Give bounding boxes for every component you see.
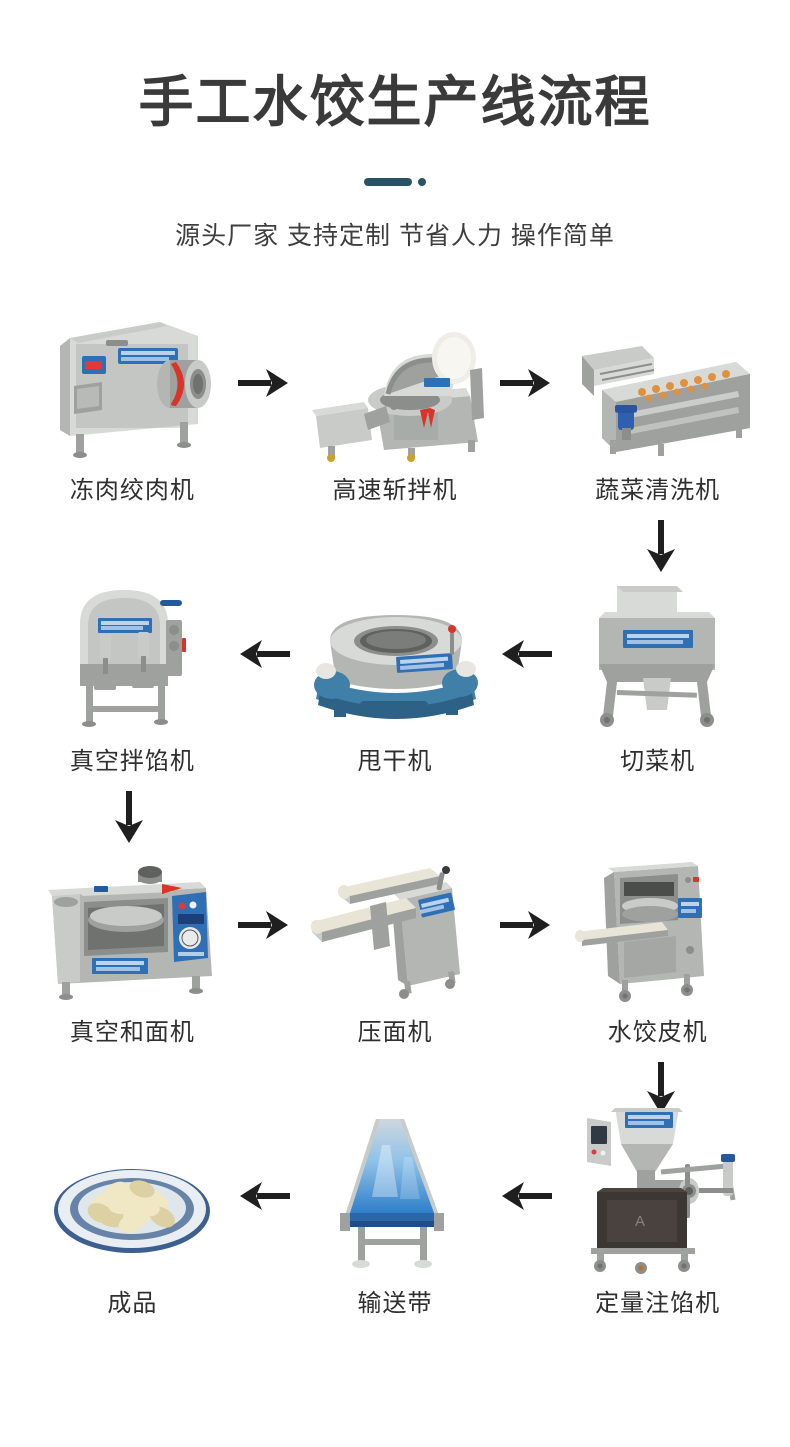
arrow-wrappermachine-to-injector xyxy=(641,1061,681,1117)
flow-step-quantitative-filling-injector[interactable]: A 定量注馅机 xyxy=(555,1107,760,1318)
flow-step-label: 切菜机 xyxy=(620,747,696,775)
finished-dumplings-photo xyxy=(32,1117,232,1275)
arrow-bowlcutter-to-vegwasher xyxy=(497,304,555,462)
flow-step-conveyor-belt[interactable]: 输送带 xyxy=(293,1117,498,1318)
flow-step-vacuum-dough-mixer[interactable]: 真空和面机 xyxy=(30,846,235,1047)
arrow-fillingmixer-to-doughmixer xyxy=(109,790,149,846)
flow-step-label: 蔬菜清洗机 xyxy=(595,476,721,504)
title-divider xyxy=(330,176,460,188)
flow-step-finished-dumplings[interactable]: 成品 xyxy=(30,1117,235,1318)
dumpling-wrapper-machine-photo xyxy=(558,846,758,1004)
connector-row1-to-row2 xyxy=(30,519,760,575)
centrifugal-dryer-photo xyxy=(295,575,495,733)
vegetable-washing-machine-photo xyxy=(558,304,758,462)
high-speed-bowl-cutter-photo xyxy=(295,304,495,462)
flow-step-centrifugal-dryer[interactable]: 甩干机 xyxy=(293,575,498,776)
flow-step-label: 成品 xyxy=(107,1289,158,1317)
divider-dot xyxy=(418,177,426,186)
arrow-dryer-to-fillingmixer xyxy=(235,575,293,733)
flow-step-label: 真空和面机 xyxy=(69,1018,195,1046)
flow-step-vegetable-cutting-machine[interactable]: 切菜机 xyxy=(555,575,760,776)
flow-step-label: 水饺皮机 xyxy=(607,1018,708,1046)
connector-row2-to-row3 xyxy=(30,790,760,846)
arrow-doughmixer-to-sheeter xyxy=(235,846,293,1004)
vacuum-filling-mixer-photo xyxy=(32,575,232,733)
page-subtitle: 源头厂家 支持定制 节省人力 操作简单 xyxy=(175,221,615,250)
flow-step-vegetable-washing-machine[interactable]: 蔬菜清洗机 xyxy=(555,304,760,505)
dough-sheeter-photo xyxy=(295,846,495,1004)
page-title: 手工水饺生产线流程 xyxy=(138,71,652,133)
flow-row-3: 真空和面机 xyxy=(30,846,760,1061)
flow-step-label: 真空拌馅机 xyxy=(69,747,195,775)
arrow-vegcutter-to-dryer xyxy=(497,575,555,733)
flow-step-high-speed-bowl-cutter[interactable]: 高速斩拌机 xyxy=(293,304,498,505)
arrow-vegwasher-to-vegcutter xyxy=(641,519,681,575)
flow-step-frozen-meat-grinder[interactable]: 冻肉绞肉机 xyxy=(30,304,235,505)
arrow-grinder-to-bowlcutter xyxy=(235,304,293,462)
flow-row-2: 真空拌馅机 xyxy=(30,575,760,790)
production-flow-diagram: 冻肉绞肉机 xyxy=(30,304,760,1347)
arrow-sheeter-to-wrappermachine xyxy=(497,846,555,1004)
flow-step-label: 高速斩拌机 xyxy=(332,476,458,504)
flow-step-label: 定量注馅机 xyxy=(595,1289,721,1317)
divider-bar xyxy=(364,177,412,186)
flow-step-dumpling-wrapper-machine[interactable]: 水饺皮机 xyxy=(555,846,760,1047)
flow-step-label: 冻肉绞肉机 xyxy=(69,476,195,504)
svg-text:A: A xyxy=(635,1213,645,1230)
conveyor-belt-photo xyxy=(295,1117,495,1275)
flow-step-label: 甩干机 xyxy=(357,747,433,775)
arrow-injector-to-conveyor xyxy=(497,1117,555,1275)
flow-row-4: 成品 xyxy=(30,1107,760,1347)
quantitative-filling-injector-photo: A xyxy=(558,1107,758,1275)
arrow-conveyor-to-finished xyxy=(235,1117,293,1275)
flow-row-1: 冻肉绞肉机 xyxy=(30,304,760,519)
flow-step-label: 压面机 xyxy=(357,1018,433,1046)
connector-row3-to-row4 xyxy=(30,1061,760,1117)
vacuum-dough-mixer-photo xyxy=(32,846,232,1004)
flow-step-dough-sheeter[interactable]: 压面机 xyxy=(293,846,498,1047)
flow-step-label: 输送带 xyxy=(357,1289,433,1317)
vegetable-cutting-machine-photo xyxy=(558,575,758,733)
frozen-meat-grinder-photo xyxy=(32,304,232,462)
flow-step-vacuum-filling-mixer[interactable]: 真空拌馅机 xyxy=(30,575,235,776)
page-header: 手工水饺生产线流程 源头厂家 支持定制 节省人力 操作简单 xyxy=(0,0,790,252)
